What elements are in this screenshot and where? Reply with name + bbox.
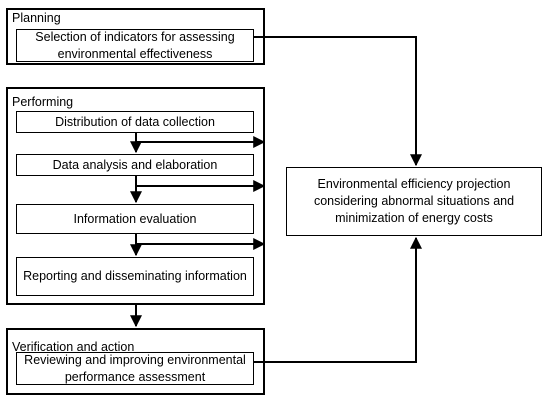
planning-title: Planning [12,11,61,25]
efficiency-projection-box: Environmental efficiency projection cons… [286,167,542,236]
step-distribution-box: Distribution of data collection [16,111,254,133]
step-analysis-box: Data analysis and elaboration [16,154,254,176]
performing-title: Performing [12,95,74,109]
step-reporting-box: Reporting and disseminating information [16,257,254,296]
planning-to-outcome-arrow [254,36,422,167]
verification-step-box: Reviewing and improving environmental pe… [16,352,254,385]
step-evaluation-box: Information evaluation [16,204,254,234]
planning-step-box: Selection of indicators for assessing en… [16,29,254,62]
verification-to-outcome-arrow [254,236,422,363]
verification-title: Verification and action [12,340,135,354]
